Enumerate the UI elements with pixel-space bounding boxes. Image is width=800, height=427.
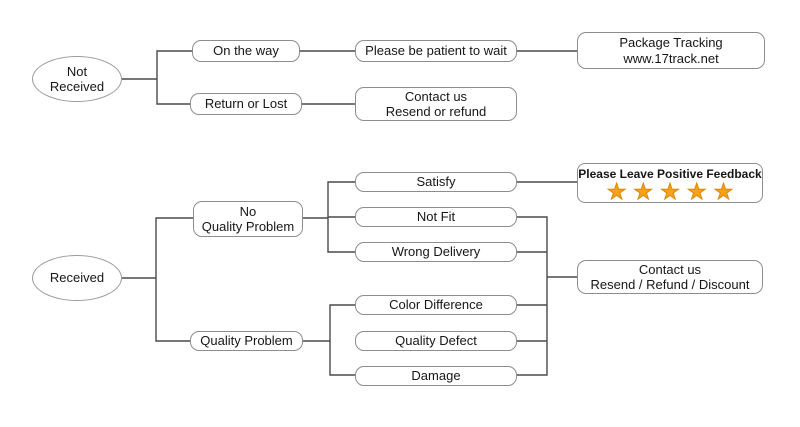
node-on-the-way: On the way xyxy=(192,40,300,62)
node-no-quality-problem-label: No Quality Problem xyxy=(201,203,295,235)
node-return-or-lost: Return or Lost xyxy=(190,93,302,115)
node-satisfy-label: Satisfy xyxy=(416,174,456,190)
node-satisfy: Satisfy xyxy=(355,172,517,192)
node-contact-us-discount-label: Contact us Resend / Refund / Discount xyxy=(590,261,750,293)
node-quality-problem-label: Quality Problem xyxy=(200,333,293,349)
node-package-tracking: Package Tracking www.17track.net xyxy=(577,32,765,69)
node-on-the-way-label: On the way xyxy=(213,43,279,59)
node-contact-us-resend-refund: Contact us Resend or refund xyxy=(355,87,517,121)
node-please-be-patient: Please be patient to wait xyxy=(355,40,517,62)
node-not-received: Not Received xyxy=(32,56,122,102)
node-not-received-label: Not Received xyxy=(49,63,105,95)
node-wrong-delivery: Wrong Delivery xyxy=(355,242,517,262)
node-not-fit: Not Fit xyxy=(355,207,517,227)
node-no-quality-problem: No Quality Problem xyxy=(193,201,303,237)
node-contact-us-resend-refund-label: Contact us Resend or refund xyxy=(385,88,487,120)
node-damage: Damage xyxy=(355,366,517,386)
node-received: Received xyxy=(32,255,122,301)
node-quality-defect: Quality Defect xyxy=(355,331,517,351)
node-damage-label: Damage xyxy=(411,368,461,384)
node-return-or-lost-label: Return or Lost xyxy=(204,96,288,112)
node-please-be-patient-label: Please be patient to wait xyxy=(365,43,507,59)
five-star-rating-icon: ★★★★★ xyxy=(606,179,741,204)
node-color-difference: Color Difference xyxy=(355,295,517,315)
node-color-difference-label: Color Difference xyxy=(389,297,483,313)
node-received-label: Received xyxy=(49,270,105,286)
node-quality-defect-label: Quality Defect xyxy=(395,333,477,349)
node-quality-problem: Quality Problem xyxy=(190,331,303,351)
node-not-fit-label: Not Fit xyxy=(416,209,456,225)
node-wrong-delivery-label: Wrong Delivery xyxy=(391,244,481,260)
positive-feedback-label: Please Leave Positive Feedback xyxy=(578,167,762,181)
node-package-tracking-label: Package Tracking www.17track.net xyxy=(619,35,723,66)
node-positive-feedback: Please Leave Positive Feedback ★★★★★ xyxy=(577,163,763,203)
node-contact-us-discount: Contact us Resend / Refund / Discount xyxy=(577,260,763,294)
